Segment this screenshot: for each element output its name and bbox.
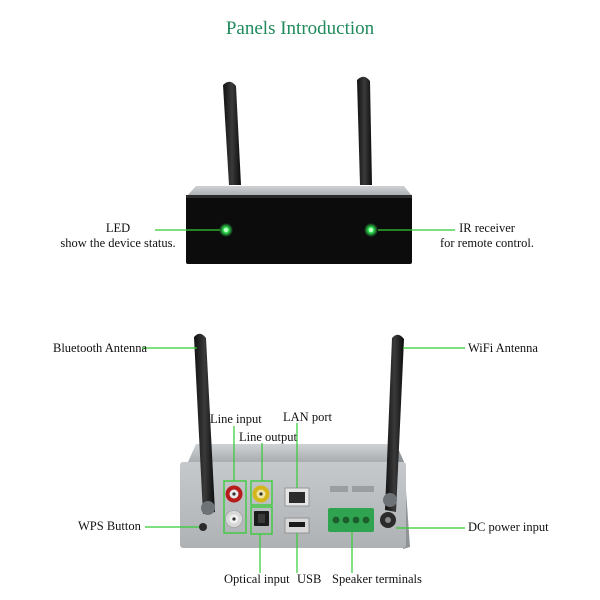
speaker-terminals-label: Speaker terminals [332,572,422,586]
bluetooth-antenna [194,333,215,514]
ir-receiver-label: IR receiver for remote control. [432,221,542,251]
usb-label: USB [297,572,322,586]
ir-label-desc: for remote control. [439,236,535,250]
bluetooth-antenna-label: Bluetooth Antenna [53,341,148,355]
wps-button-hole [199,523,207,531]
lan-port-label: LAN port [283,410,332,424]
dc-power-input-label: DC power input [468,520,549,534]
optical-input-label: Optical input [224,572,290,586]
wifi-antenna-label: WiFi Antenna [468,341,538,355]
front-device [155,76,455,264]
led-label-title: LED [105,221,131,235]
ir-label-title: IR receiver [459,221,515,235]
led-label-desc: show the device status. [60,236,176,250]
wps-button-label: WPS Button [78,519,141,533]
page-title: Panels Introduction [225,18,375,39]
front-antenna-left [223,81,241,185]
wifi-antenna [385,334,404,512]
led-label: LED show the device status. [58,221,178,251]
front-face [186,195,412,264]
line-input-label: Line input [210,412,262,426]
speaker-terminal-block [328,508,374,532]
rear-device [142,333,465,573]
rca-jacks [225,485,270,528]
line-output-label: Line output [239,430,297,444]
front-antenna-right [357,76,372,185]
